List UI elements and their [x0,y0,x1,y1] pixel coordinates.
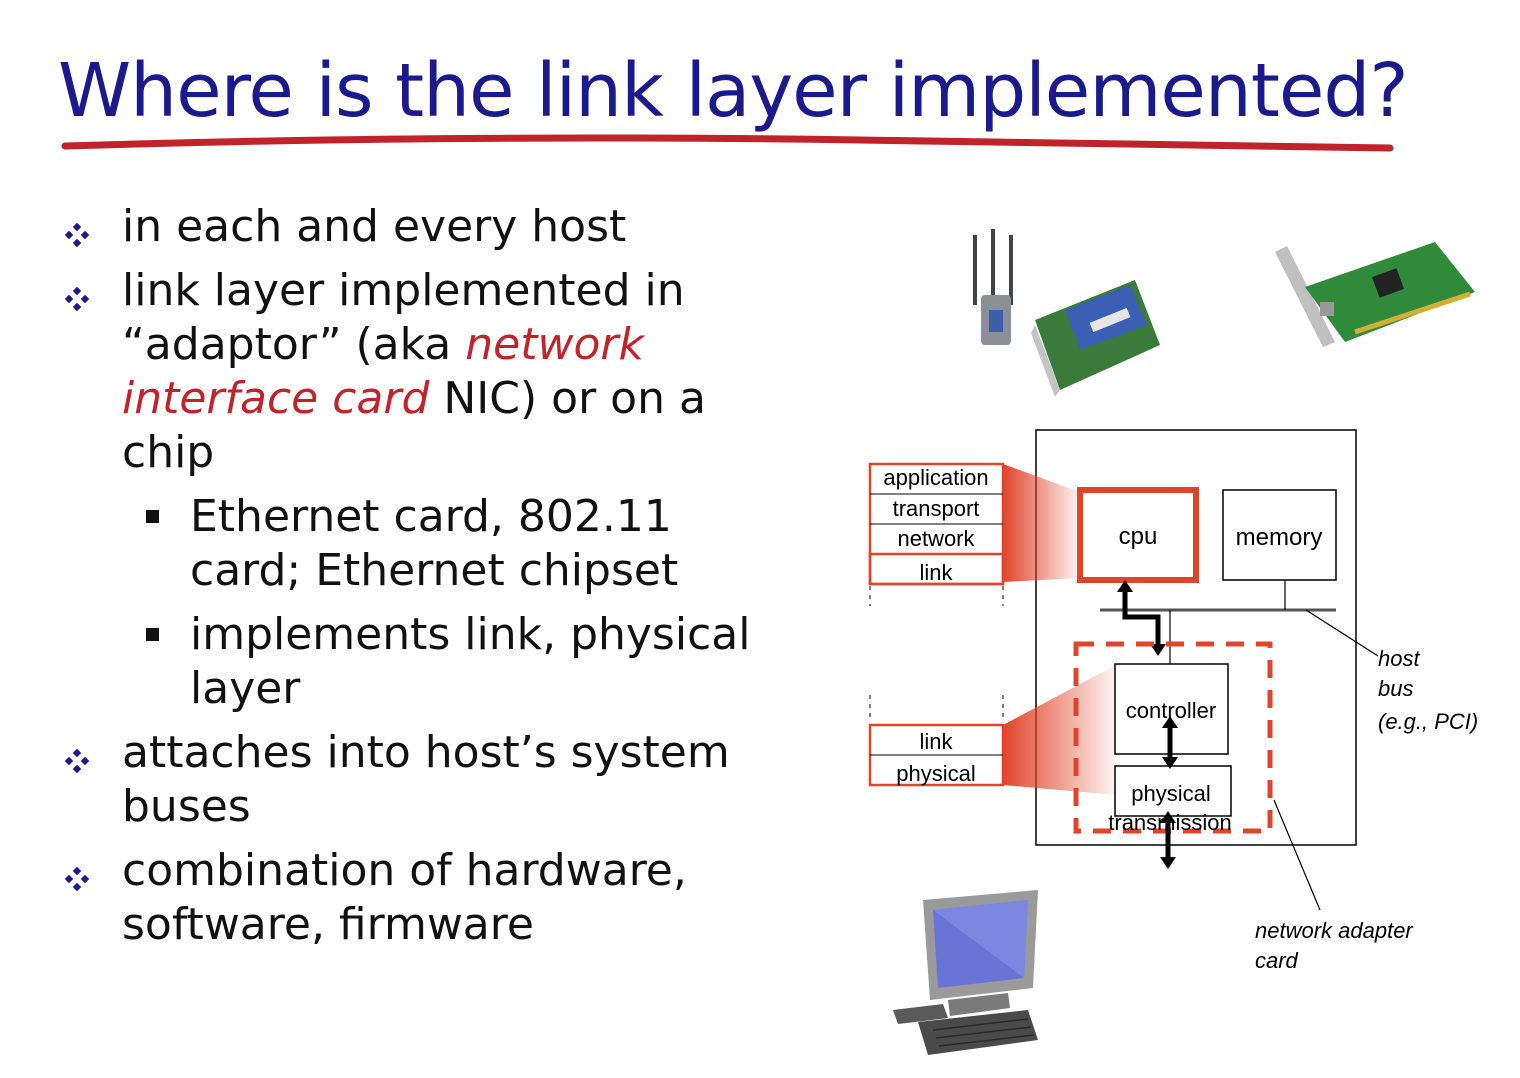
bullet-text: attaches into host’s system [122,727,730,778]
network-adapter-box [1073,641,1273,834]
stack-label: physical [896,761,975,786]
bullet-item: link layer implemented in “adaptor” (aka… [60,264,760,480]
bullet-text: in each and every host [122,201,627,252]
cpu-label: cpu [1119,523,1158,550]
stack-label: application [883,465,988,490]
stack-label: transport [893,496,980,521]
protocol-stack-top: application transport network link [868,462,1005,606]
physical-box [1114,765,1232,817]
nic-diagram: application transport network link link … [868,429,1478,973]
sub-bullet-text: implements link, physical [190,609,751,660]
bus-arrow [1122,588,1161,648]
emphasis-text: interface card [122,373,430,424]
sub-bullet-text: Ethernet card, 802.11 [190,491,672,542]
bullet-text: software, firmware [122,899,534,950]
sub-bullet-text: layer [190,663,301,714]
sub-bullet-text: card; Ethernet chipset [190,545,679,596]
bullet-text: “adaptor” (aka [122,319,466,370]
host-bus-label: bus [1378,676,1413,701]
host-bus-label: (e.g., PCI) [1378,709,1478,734]
diamond-bullet-icon [64,286,90,312]
sub-bullet-item: Ethernet card, 802.11 card; Ethernet chi… [60,490,760,598]
nic-card-image [1275,242,1475,347]
desktop-computer-image [893,890,1038,1055]
bullet-text: combination of hardware, [122,845,687,896]
bullet-text: chip [122,427,215,478]
adapter-label: card [1255,948,1299,973]
host-bus-label: host [1378,646,1420,671]
diamond-bullet-icon [64,748,90,774]
bullet-item: in each and every host [60,200,760,254]
adapter-label: network adapter [1255,918,1414,943]
sub-bullet-item: implements link, physical layer [60,608,760,716]
cpu-box [1077,487,1199,583]
bullet-item: attaches into host’s system buses [60,726,760,834]
bullet-item: combination of hardware, software, firmw… [60,844,760,952]
diamond-bullet-icon [64,222,90,248]
emphasis-text: network [465,319,644,370]
title-underline [61,134,1394,152]
bullet-text: buses [122,781,251,832]
diamond-bullet-icon [64,866,90,892]
bullet-text: link layer implemented in [122,265,685,316]
physical-label: physical [1131,781,1210,806]
stack-label: link [919,560,953,585]
memory-label: memory [1236,524,1323,551]
slide-title: Where is the link layer implemented? [58,48,1409,134]
wireless-card-image [973,229,1160,397]
stack-fan-top [1003,464,1080,582]
memory-box [1222,489,1337,581]
bullet-text: NIC) or on a [429,373,706,424]
bullet-list: in each and every host link layer implem… [60,200,760,962]
square-bullet-icon [146,510,159,523]
protocol-stack-bottom: link physical [868,695,1005,787]
square-bullet-icon [146,628,159,641]
stack-label: link [919,729,953,754]
stack-label: network [897,526,975,551]
stack-fan-bottom [1003,665,1116,795]
